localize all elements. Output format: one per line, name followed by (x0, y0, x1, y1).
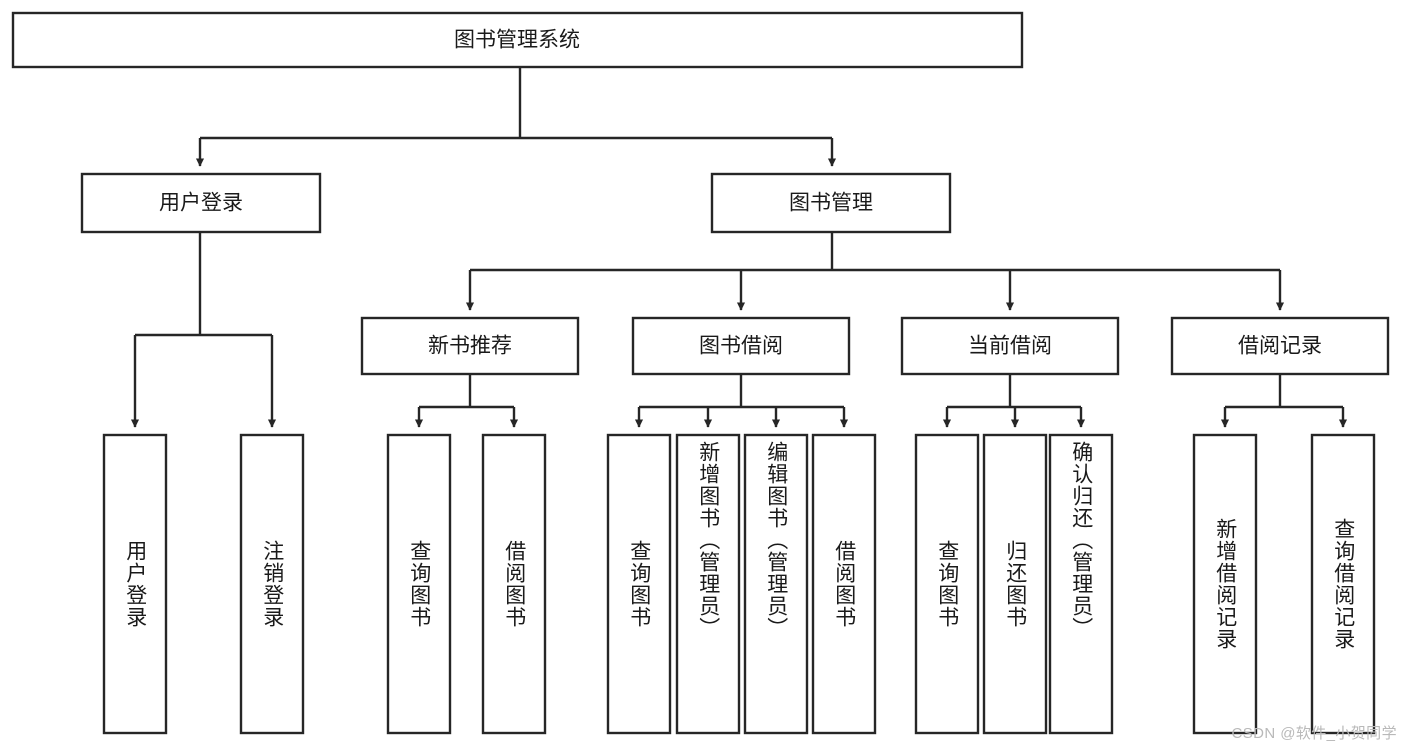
leaf-box-borrow-book-nbr[interactable] (481, 433, 547, 735)
leaf-boxes (102, 433, 1376, 735)
node-new-book-recommend[interactable]: 新书推荐 (360, 316, 580, 376)
node-book-borrow-label: 图书借阅 (699, 335, 783, 358)
node-root-box (11, 11, 1024, 69)
leaf-box-add-borrow-record[interactable] (1192, 433, 1258, 735)
leaf-box-borrow-book-bb[interactable] (811, 433, 877, 735)
node-borrow-record[interactable]: 借阅记录 (1170, 316, 1390, 376)
node-book-borrow[interactable]: 图书借阅 (631, 316, 851, 376)
node-current-borrow-label: 当前借阅 (968, 335, 1052, 358)
node-new-book-recommend-label: 新书推荐 (428, 335, 512, 358)
node-root-label: 图书管理系统 (454, 29, 580, 52)
node-book-manage-box (710, 172, 952, 234)
node-book-manage[interactable]: 图书管理 (710, 172, 952, 234)
node-borrow-record-label: 借阅记录 (1238, 335, 1322, 358)
watermark-text: CSDN @软件_小贺同学 (1231, 725, 1397, 742)
node-new-book-recommend-box (360, 316, 580, 376)
leaf-box-query-borrow-record[interactable] (1310, 433, 1376, 735)
connector-group (130, 67, 1348, 428)
leaf-box-query-book-nbr[interactable] (386, 433, 452, 735)
node-root[interactable]: 图书管理系统 (11, 11, 1024, 69)
node-borrow-record-box (1170, 316, 1390, 376)
node-user-login[interactable]: 用户登录 (80, 172, 322, 234)
node-user-login-box (80, 172, 322, 234)
node-user-login-label: 用户登录 (159, 192, 243, 215)
leaf-box-user-login[interactable] (102, 433, 168, 735)
leaf-box-query-book-cb[interactable] (914, 433, 980, 735)
node-book-borrow-box (631, 316, 851, 376)
leaf-box-edit-book-admin[interactable] (743, 433, 809, 735)
leaf-box-add-book-admin[interactable] (675, 433, 741, 735)
leaf-box-query-book-bb[interactable] (606, 433, 672, 735)
node-current-borrow-box (900, 316, 1120, 376)
leaf-box-logout[interactable] (239, 433, 305, 735)
node-book-manage-label: 图书管理 (789, 192, 873, 215)
node-current-borrow[interactable]: 当前借阅 (900, 316, 1120, 376)
leaf-box-return-book[interactable] (982, 433, 1048, 735)
leaf-box-confirm-return-admin[interactable] (1048, 433, 1114, 735)
